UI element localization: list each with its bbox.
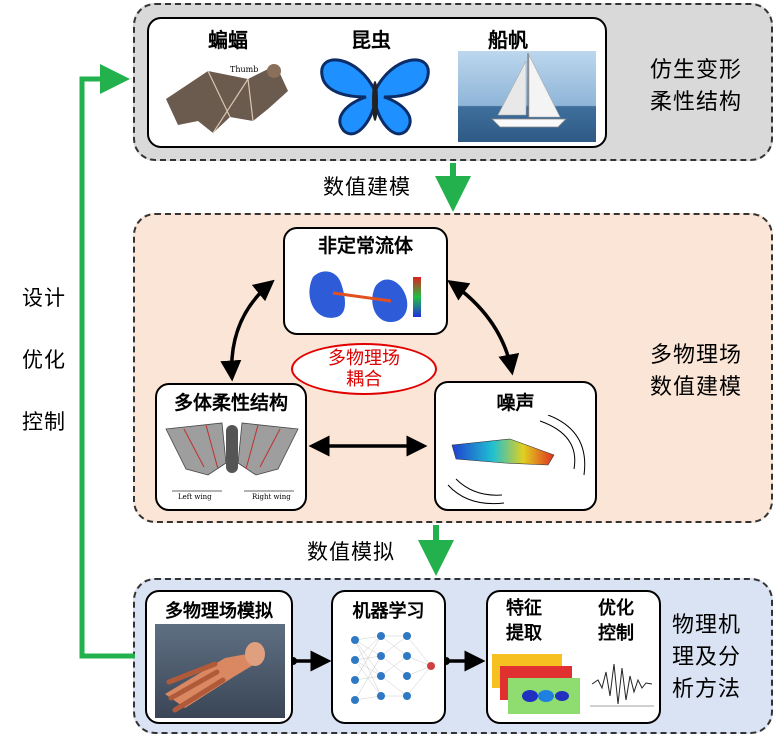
noise-title: 噪声	[496, 392, 535, 414]
signal-waveform-image	[586, 650, 656, 718]
control-line2: 控制	[598, 623, 634, 644]
multiphysics-label-line1: 多物理场	[650, 343, 743, 368]
feature-extraction-title: 特征 提取	[506, 596, 542, 646]
machine-learning-title: 机器学习	[352, 601, 425, 622]
insect-title: 昆虫	[351, 28, 391, 52]
physics-method-line1: 物理机	[672, 613, 742, 638]
noise-wing-image	[444, 415, 590, 505]
unsteady-fluid-title: 非定常流体	[317, 235, 413, 257]
feedback-loop-arrow	[79, 64, 135, 659]
fluid-structure-arrow	[220, 279, 275, 382]
bat-model-diagram: Left wing Right wing	[164, 417, 300, 505]
unsteady-fluid-box: 非定常流体	[283, 227, 448, 335]
butterfly-image	[308, 51, 442, 142]
loop-label-optimize: 优化	[22, 348, 66, 372]
multibody-structure-title: 多体柔性结构	[173, 392, 288, 414]
bio-structure-label-line1: 仿生变形	[650, 58, 743, 83]
fluid-noise-arrow	[447, 280, 520, 376]
multibody-structure-box: 多体柔性结构 Left wing Right wing	[155, 383, 307, 511]
simulation-label: 数值模拟	[307, 540, 395, 564]
neural-network-diagram	[341, 626, 439, 718]
vortex-image	[293, 257, 440, 329]
bat-thumb-caption: Thumb	[230, 65, 259, 74]
modeling-label: 数值建模	[323, 175, 411, 199]
coupling-ellipse: 多物理场 耦合	[291, 343, 437, 395]
bat-wing-image: Thumb	[158, 51, 292, 142]
feature-control-box: 特征 提取 优化 控制	[486, 590, 661, 724]
physics-method-label: 物理机 理及分 析方法	[672, 610, 741, 706]
multiphysics-sim-box: 多物理场模拟	[145, 590, 293, 724]
bat-title: 蝙蝠	[208, 28, 248, 52]
feature-line2: 提取	[506, 623, 542, 644]
bio-structure-label-line2: 柔性结构	[650, 90, 743, 115]
control-line1: 优化	[598, 598, 634, 619]
mode-fields-image	[492, 654, 582, 718]
optimal-control-title: 优化 控制	[598, 596, 634, 646]
feature-line1: 特征	[506, 598, 542, 619]
left-wing-caption: Left wing	[178, 493, 212, 501]
multiphysics-sim-title: 多物理场模拟	[165, 601, 273, 622]
sim-render-image	[155, 624, 285, 718]
physics-method-line2: 理及分	[672, 645, 742, 670]
bio-structure-label: 仿生变形 柔性结构	[650, 55, 742, 119]
coupling-line1: 多物理场	[328, 348, 400, 369]
coupling-line2: 耦合	[346, 369, 382, 390]
loop-label-control: 控制	[22, 410, 66, 434]
physics-method-line3: 析方法	[672, 677, 742, 702]
sail-title: 船帆	[488, 28, 528, 52]
loop-label-design: 设计	[22, 286, 66, 310]
multiphysics-label: 多物理场 数值建模	[650, 340, 742, 404]
right-wing-caption: Right wing	[252, 493, 291, 501]
noise-box: 噪声	[434, 381, 597, 511]
multiphysics-label-line2: 数值建模	[650, 375, 743, 400]
sailboat-image	[458, 51, 596, 142]
machine-learning-box: 机器学习	[331, 590, 446, 724]
